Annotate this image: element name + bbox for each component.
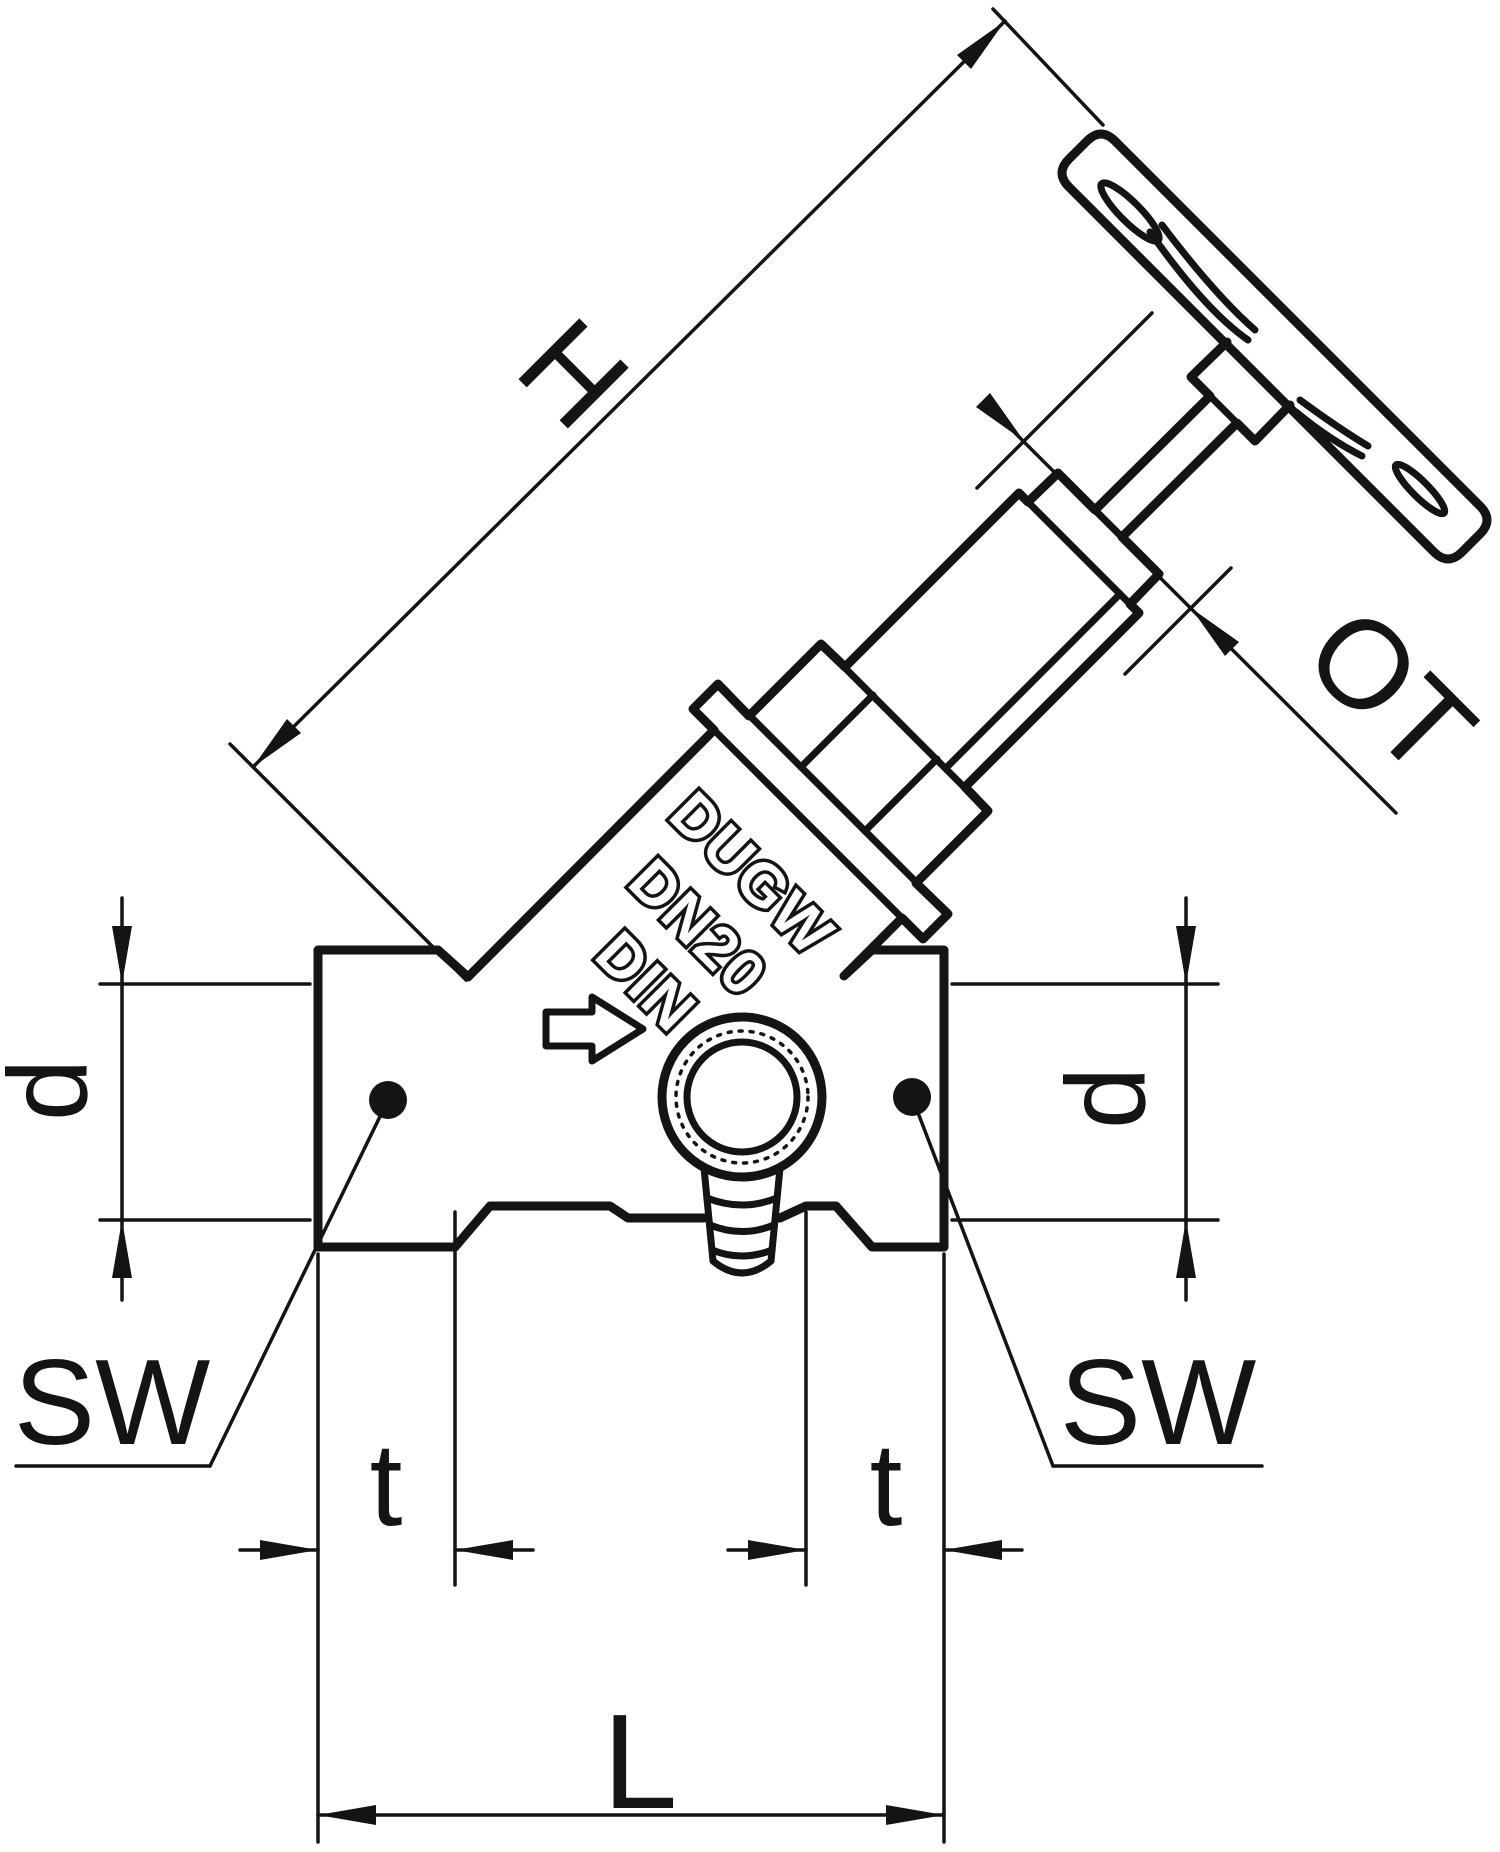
valve-body xyxy=(313,337,1295,1252)
l-arrowhead-right xyxy=(886,1805,944,1825)
l-arrowhead-left xyxy=(318,1805,376,1825)
h-extension-line-upper xyxy=(991,7,1105,127)
bonnet-flange-bottom-face xyxy=(689,705,927,943)
handwheel-spoke-curve-right-1 xyxy=(1292,408,1366,460)
d-right-arrowhead-bottom xyxy=(1176,1220,1196,1278)
ot-extension-line-left xyxy=(975,311,1154,490)
sw-right-reference-dot xyxy=(893,1078,931,1116)
dim-height xyxy=(228,7,1105,982)
callout-wrench-left xyxy=(14,1081,407,1468)
handwheel-rim-lens-right xyxy=(1391,460,1449,518)
ot-arrowhead-right xyxy=(1191,608,1239,656)
label-upper-part: OT xyxy=(1280,581,1500,802)
hex-nut-top-face xyxy=(817,640,992,815)
dim-diameter-right xyxy=(950,896,1220,1302)
d-right-arrowhead-top xyxy=(1176,926,1196,984)
t-left-arrowhead-inner xyxy=(455,1540,513,1560)
sw-right-leader-line xyxy=(910,1095,1055,1468)
drain-nipple-thread-2 xyxy=(706,1221,778,1235)
drain-boss-inner-circle xyxy=(683,1038,801,1156)
handwheel-outline xyxy=(1057,129,1492,564)
sw-left-reference-dot xyxy=(369,1081,407,1119)
hub-bottom-face xyxy=(1187,373,1259,445)
h-extension-line-lower xyxy=(228,742,468,982)
flow-direction-right-icon xyxy=(542,993,647,1065)
ot-arrowhead-left xyxy=(976,393,1024,441)
ot-extension-line-right xyxy=(1123,566,1233,676)
callout-wrench-right xyxy=(893,1078,1264,1468)
handwheel xyxy=(1057,129,1492,564)
d-left-arrowhead-top xyxy=(112,926,132,984)
dim-depth-right xyxy=(726,1210,1024,1587)
dim-diameter-left xyxy=(98,896,312,1302)
hex-nut-flat-line-left xyxy=(797,691,877,771)
label-diameter-right: d xyxy=(1043,1067,1168,1129)
bonnet-flange-top-face xyxy=(714,680,952,918)
dim-depth-left xyxy=(238,1210,535,1587)
handwheel-spoke-curve-left-2 xyxy=(1158,221,1259,334)
drain-nipple-thread-1 xyxy=(703,1194,781,1209)
label-depth-left: t xyxy=(370,1419,403,1551)
h-dimension-line xyxy=(251,19,1007,769)
body-bottom-profile xyxy=(313,1201,949,1252)
d-left-arrowhead-bottom xyxy=(112,1220,132,1278)
dim-length xyxy=(316,1252,946,1844)
t-right-arrowhead-outer xyxy=(944,1540,1002,1560)
label-length: L xyxy=(602,1686,677,1837)
drain-nipple-thread-3 xyxy=(708,1246,776,1260)
sw-left-leader-line xyxy=(208,1098,390,1468)
h-arrowhead-upper xyxy=(957,21,1005,69)
label-wrench-left: SW xyxy=(14,1334,211,1470)
handwheel-spoke-curve-right-2 xyxy=(1296,396,1372,450)
t-right-arrowhead-inner xyxy=(748,1540,806,1560)
gland-top-face xyxy=(1054,469,1163,578)
bonnet-barrel-edge-line xyxy=(942,590,1124,772)
label-height: H xyxy=(492,293,654,455)
drain-boss-outer-circle xyxy=(657,1012,827,1182)
bonnet-barrel-top-face xyxy=(1015,489,1143,617)
label-wrench-right: SW xyxy=(1060,1334,1257,1470)
label-diameter-left: d xyxy=(0,1059,110,1121)
dim-upper-part xyxy=(975,311,1398,815)
drain-nipple-outline xyxy=(700,1164,784,1277)
handwheel-spoke-curve-left-1 xyxy=(1146,228,1252,344)
drain-boss-texture-ring xyxy=(674,1029,810,1165)
label-depth-right: t xyxy=(870,1419,903,1551)
t-left-arrowhead-outer xyxy=(260,1540,318,1560)
h-arrowhead-lower xyxy=(253,719,301,767)
hex-nut-flat-line-right xyxy=(861,755,941,835)
drain-boss xyxy=(657,1012,827,1277)
